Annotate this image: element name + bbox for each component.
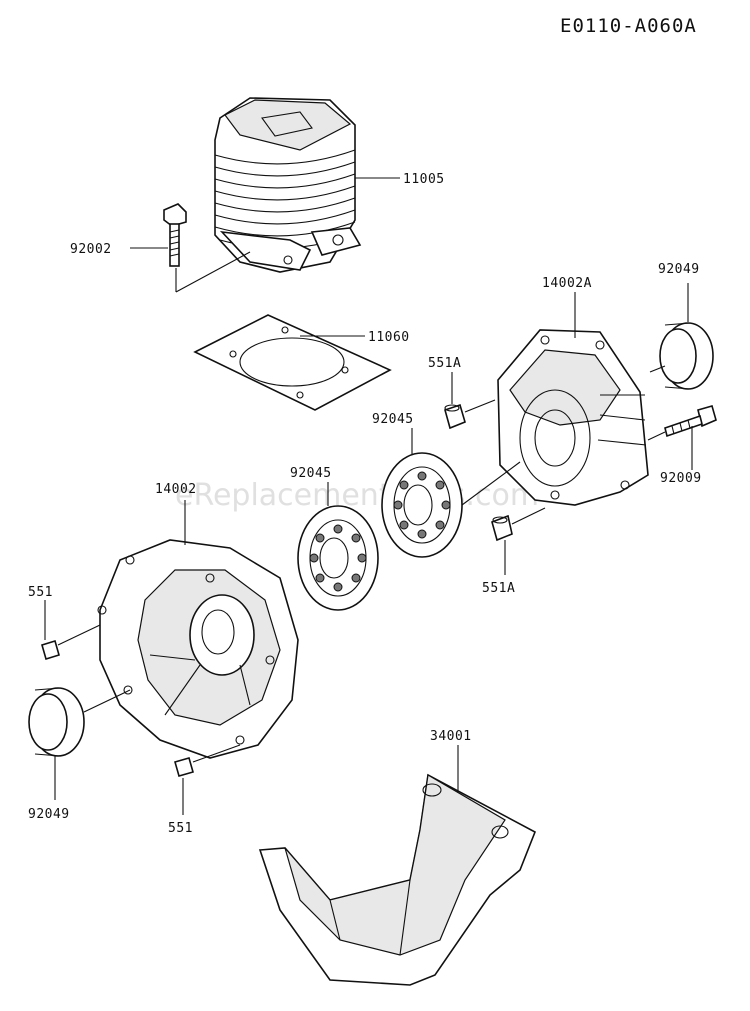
bolt-92002-part[interactable] bbox=[163, 203, 187, 267]
callout-92002[interactable]: 92002 bbox=[70, 242, 112, 257]
callout-92049-right[interactable]: 92049 bbox=[658, 262, 700, 277]
bearing-left-part[interactable] bbox=[297, 505, 379, 611]
watermark: eReplacementParts.com bbox=[175, 478, 539, 513]
callout-34001[interactable]: 34001 bbox=[430, 729, 472, 744]
callout-14002A[interactable]: 14002A bbox=[542, 276, 592, 291]
callout-92045-right[interactable]: 92045 bbox=[372, 412, 414, 427]
pin-551-top-part[interactable] bbox=[41, 639, 60, 661]
bolt-92009-part[interactable] bbox=[664, 405, 717, 438]
callout-11005[interactable]: 11005 bbox=[403, 172, 445, 187]
crankcase-right-part[interactable] bbox=[497, 329, 649, 506]
pin-551A-bottom-part[interactable] bbox=[491, 514, 513, 542]
seal-left-part[interactable] bbox=[28, 687, 85, 757]
leader-92002-axis bbox=[175, 251, 251, 293]
callout-11060[interactable]: 11060 bbox=[368, 330, 410, 345]
callout-551-top[interactable]: 551 bbox=[28, 585, 53, 600]
callout-551-bottom[interactable]: 551 bbox=[168, 821, 193, 836]
callout-92009[interactable]: 92009 bbox=[660, 471, 702, 486]
pin-551-bottom-part[interactable] bbox=[174, 757, 194, 777]
bearing-right-part[interactable] bbox=[381, 452, 463, 558]
gasket-part[interactable] bbox=[193, 314, 392, 411]
pin-551A-top-part[interactable] bbox=[444, 403, 466, 430]
callout-551A-top[interactable]: 551A bbox=[428, 356, 461, 371]
callout-92045-left[interactable]: 92045 bbox=[290, 466, 332, 481]
cover-part[interactable] bbox=[258, 773, 537, 986]
diagram-code: E0110-A060A bbox=[560, 15, 697, 37]
crankcase-left-part[interactable] bbox=[97, 539, 299, 759]
callout-551A-bottom[interactable]: 551A bbox=[482, 581, 515, 596]
cylinder-part[interactable] bbox=[214, 97, 362, 273]
seal-right-part[interactable] bbox=[659, 322, 714, 390]
callout-14002[interactable]: 14002 bbox=[155, 482, 197, 497]
callout-92049-left[interactable]: 92049 bbox=[28, 807, 70, 822]
